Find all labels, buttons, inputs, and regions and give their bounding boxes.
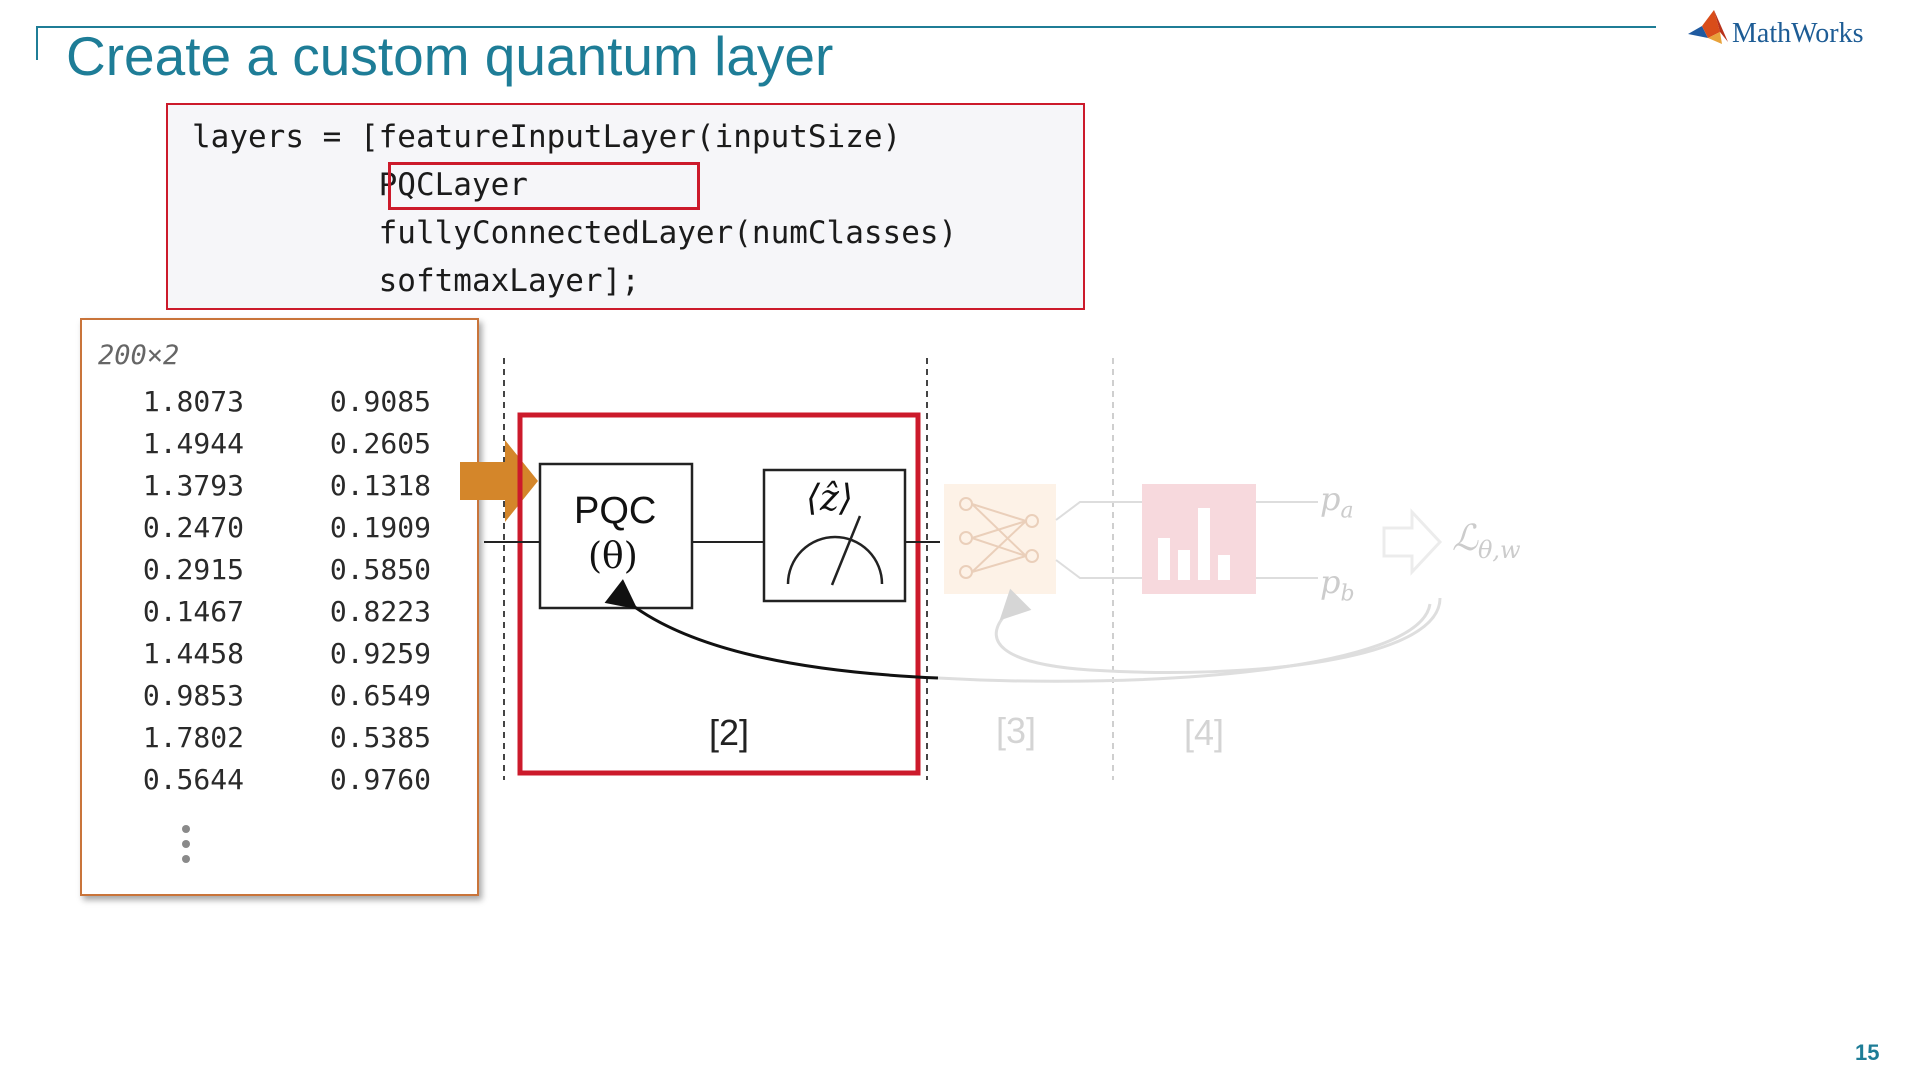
ellipsis-dot xyxy=(182,825,190,833)
input-arrow-icon xyxy=(460,440,538,522)
bar-chart-icon xyxy=(1158,508,1230,580)
matrix-cell: 0.9853 xyxy=(142,679,244,712)
matrix-cell: 0.1467 xyxy=(142,595,244,628)
matrix-cell: 0.2470 xyxy=(142,511,244,544)
matrix-cell: 0.8223 xyxy=(329,595,431,628)
matrix-cell: 1.4458 xyxy=(142,637,244,670)
membrane-logo-icon xyxy=(1688,10,1728,44)
matrix-cell: 0.5644 xyxy=(142,763,244,796)
matrix-cell: 0.9259 xyxy=(329,637,431,670)
matrix-cell: 1.3793 xyxy=(142,469,244,502)
quantum-layer-highlight xyxy=(517,412,921,776)
loss-arrow-icon xyxy=(1382,508,1443,576)
matrix-size-label: 200×2 xyxy=(98,340,180,371)
output-pa-subscript: a xyxy=(1340,498,1354,524)
pqclayer-highlight-box xyxy=(388,162,700,210)
stage-label-3: [3] xyxy=(996,710,1037,751)
page-number: 15 xyxy=(1855,1040,1880,1065)
stage-label-2: [2] xyxy=(709,712,750,753)
meter-needle-icon xyxy=(830,515,862,586)
matrix-cell: 0.1909 xyxy=(329,511,431,544)
output-pb-subscript: b xyxy=(1340,581,1355,607)
loss-label: ℒθ,w xyxy=(1452,518,1521,564)
code-line-2: PQCLayer xyxy=(192,167,528,203)
matrix-cell: 1.7802 xyxy=(142,721,244,754)
pqc-label: PQC xyxy=(574,490,657,532)
matrix-cell: 0.2605 xyxy=(329,427,431,460)
gradient-feedback-arrow xyxy=(604,579,939,680)
mathworks-logo: MathWorks xyxy=(1686,8,1906,58)
loss-subscript: θ,w xyxy=(1477,536,1521,565)
header-rule-corner xyxy=(36,26,38,60)
matrix-cell: 0.5385 xyxy=(329,721,431,754)
output-pb-label: pb xyxy=(1320,563,1355,606)
network-icon xyxy=(959,497,1039,579)
matrix-cell: 0.2915 xyxy=(142,553,244,586)
backprop-arrow xyxy=(994,588,1442,674)
matrix-cell: 1.8073 xyxy=(142,385,244,418)
code-block: layers = [featureInputLayer(inputSize) P… xyxy=(166,103,1085,310)
output-pa-symbol: p xyxy=(1320,480,1341,518)
stage-label-4: [4] xyxy=(1184,712,1225,753)
code-line-1: layers = [featureInputLayer(inputSize) xyxy=(192,119,902,155)
input-matrix-panel: 200×2 1.8073 0.9085 1.4944 0.2605 1.3793… xyxy=(80,318,479,896)
matrix-cell: 0.6549 xyxy=(329,679,431,712)
matrix-cell: 1.4944 xyxy=(142,427,244,460)
output-pb-symbol: p xyxy=(1320,563,1341,601)
fully-connected-block xyxy=(944,484,1056,594)
matrix-cell: 0.1318 xyxy=(329,469,431,502)
measurement-label: ⟨ẑ⟩ xyxy=(806,478,854,519)
code-line-3: fullyConnectedLayer(numClasses) xyxy=(192,215,958,251)
output-pa-label: pa xyxy=(1320,480,1354,523)
connector-line xyxy=(1055,559,1142,579)
matrix-cell: 0.9085 xyxy=(329,385,431,418)
code-line-4: softmaxLayer]; xyxy=(192,263,640,299)
ellipsis-dot xyxy=(182,855,190,863)
slide-title: Create a custom quantum layer xyxy=(66,25,834,87)
brand-wordmark: MathWorks xyxy=(1732,18,1864,49)
pqc-parameter-label: (θ) xyxy=(588,536,638,577)
header-rule xyxy=(36,26,1656,28)
matrix-cell: 0.9760 xyxy=(329,763,431,796)
loss-symbol: ℒ xyxy=(1452,518,1478,559)
backprop-arrow xyxy=(937,603,1432,683)
matrix-cell: 0.5850 xyxy=(329,553,431,586)
connector-line xyxy=(1055,501,1142,521)
meter-dial-icon xyxy=(786,535,884,585)
ellipsis-dot xyxy=(182,840,190,848)
